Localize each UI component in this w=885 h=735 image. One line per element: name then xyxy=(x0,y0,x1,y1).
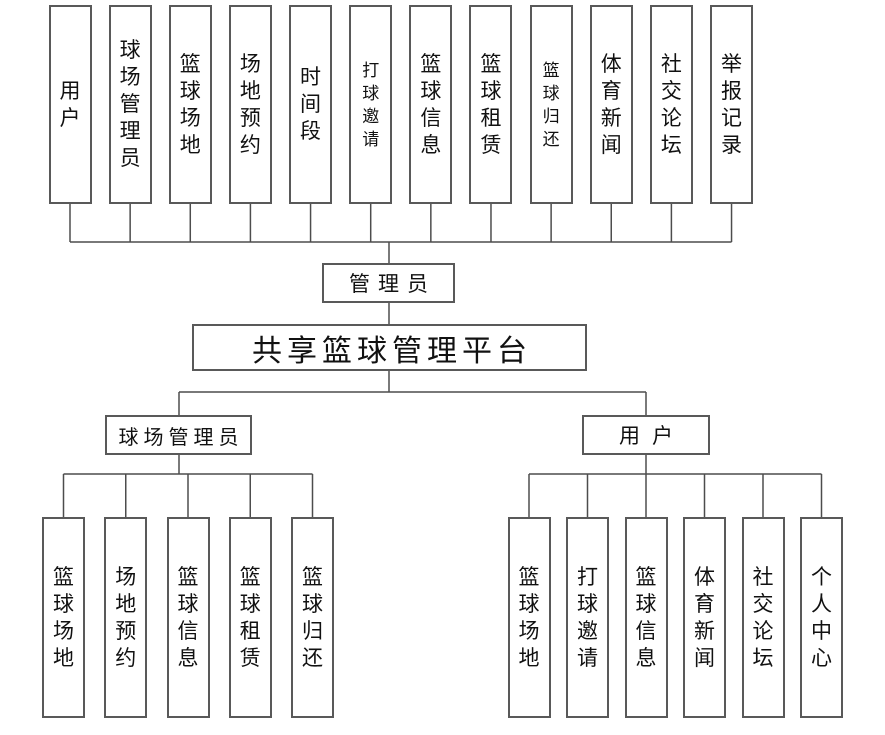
module-node-child: 个人中心 xyxy=(800,517,843,718)
module-node-child-label: 篮球信息 xyxy=(177,564,199,670)
module-node-child-label: 体育新闻 xyxy=(694,564,715,670)
module-node-top-label: 打球邀请 xyxy=(362,60,380,149)
admin-node-label: 管理员 xyxy=(349,272,436,296)
module-node-child-label: 打球邀请 xyxy=(577,564,598,670)
module-node-child: 打球邀请 xyxy=(566,517,609,718)
module-node-top-label: 用户 xyxy=(59,78,81,130)
module-node-child: 体育新闻 xyxy=(683,517,726,718)
module-node-top: 篮球租赁 xyxy=(469,5,513,204)
module-node-child-label: 场地预约 xyxy=(115,564,137,670)
module-node-child: 篮球信息 xyxy=(624,517,668,718)
user-branch-label: 用户 xyxy=(619,424,685,448)
module-node-top: 球场管理员 xyxy=(108,5,152,204)
module-node-top-label: 时间段 xyxy=(300,65,322,143)
module-node-child: 篮球场地 xyxy=(42,517,85,718)
module-node-top: 场地预约 xyxy=(228,5,272,204)
module-node-child-label: 社交论坛 xyxy=(752,564,774,670)
module-node-top-label: 体育新闻 xyxy=(600,51,622,157)
module-node-child-label: 个人中心 xyxy=(811,564,832,670)
module-node-child-label: 篮球归还 xyxy=(302,564,323,670)
module-node-top-label: 篮球租赁 xyxy=(480,51,502,157)
module-node-child: 篮球租赁 xyxy=(228,517,272,718)
module-node-top-label: 场地预约 xyxy=(239,51,261,157)
module-node-child-label: 篮球信息 xyxy=(635,564,657,670)
module-node-top-label: 社交论坛 xyxy=(660,51,682,157)
module-node-top-label: 球场管理员 xyxy=(119,38,141,170)
module-node-top-label: 篮球场地 xyxy=(179,51,201,157)
user-branch-node: 用户 xyxy=(582,415,710,455)
module-node-child-label: 篮球租赁 xyxy=(239,564,261,670)
module-node-top-label: 篮球信息 xyxy=(420,51,442,157)
module-node-top-label: 举报记录 xyxy=(721,51,743,157)
module-node-child: 篮球信息 xyxy=(166,517,210,718)
module-node-child: 篮球场地 xyxy=(507,517,551,718)
module-node-top-label: 篮球归还 xyxy=(542,60,560,149)
module-node-child-label: 篮球场地 xyxy=(518,564,540,670)
module-node-top: 篮球场地 xyxy=(168,5,212,204)
court-manager-branch-node: 球场管理员 xyxy=(105,415,252,455)
module-node-top: 用户 xyxy=(48,5,92,204)
module-node-child: 社交论坛 xyxy=(741,517,785,718)
module-node-top: 社交论坛 xyxy=(649,5,693,204)
module-node-child: 场地预约 xyxy=(104,517,148,718)
court-manager-branch-label: 球场管理员 xyxy=(118,426,244,449)
module-node-top: 举报记录 xyxy=(710,5,754,204)
module-node-child-label: 篮球场地 xyxy=(53,564,74,670)
module-node-child: 篮球归还 xyxy=(291,517,334,718)
module-node-top: 打球邀请 xyxy=(349,5,393,204)
module-node-top: 篮球信息 xyxy=(409,5,453,204)
module-node-top: 体育新闻 xyxy=(589,5,633,204)
platform-node-label: 共享篮球管理平台 xyxy=(252,334,532,368)
admin-node: 管理员 xyxy=(322,263,455,303)
module-node-top: 时间段 xyxy=(289,5,333,204)
module-node-top: 篮球归还 xyxy=(529,5,573,204)
platform-node: 共享篮球管理平台 xyxy=(192,324,587,371)
